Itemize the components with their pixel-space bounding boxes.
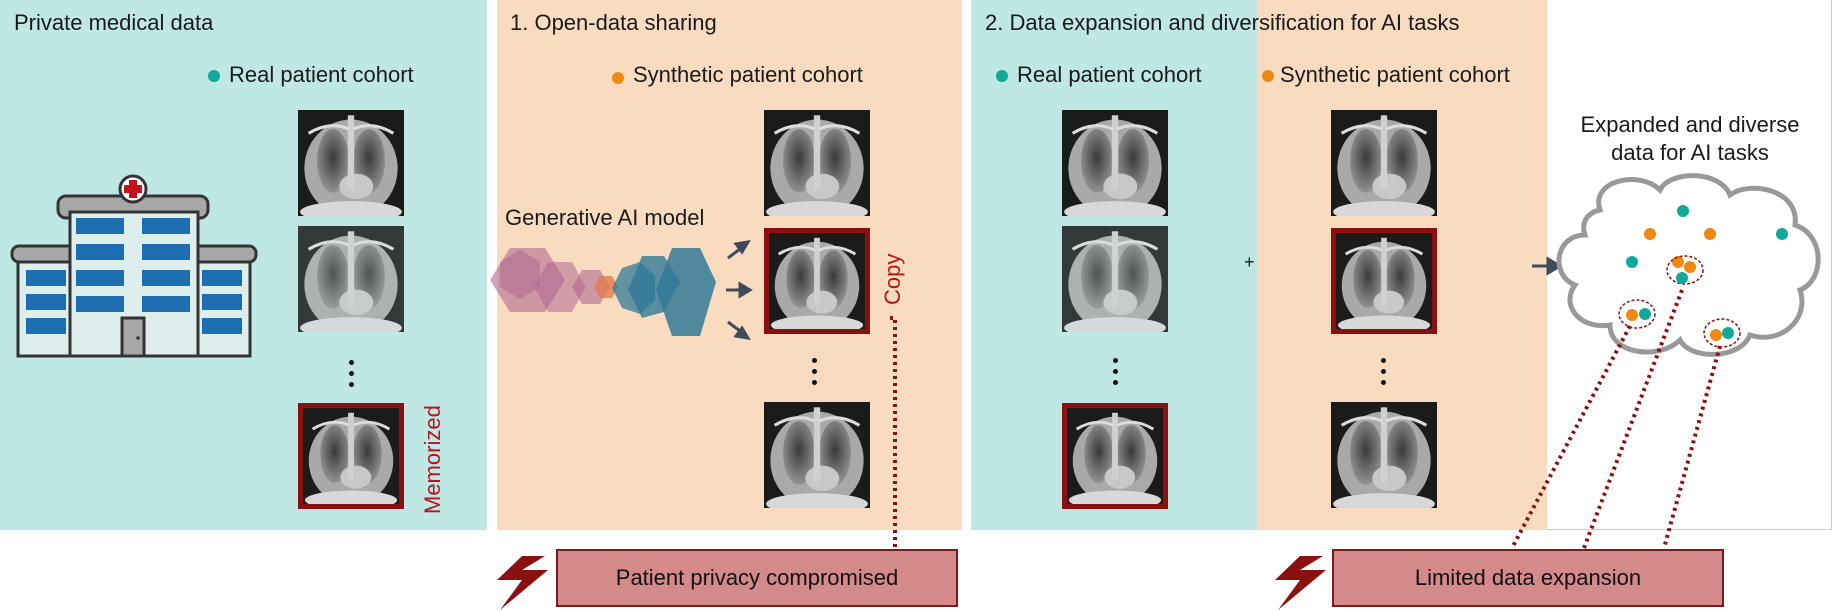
ellipsis-dots [1113, 358, 1119, 391]
synthetic-cohort-dot [1262, 70, 1274, 82]
real-xray-1 [1062, 110, 1168, 216]
generative-model-label: Generative AI model [505, 205, 705, 230]
cloud-label-line1: Expanded and diverse [1580, 112, 1800, 137]
synthetic-xray-1 [1331, 110, 1437, 216]
expansion-output-section [1547, 0, 1832, 530]
synthetic-xray-2 [764, 402, 870, 508]
ellipsis-dots [1381, 358, 1387, 391]
real-xray-2 [1062, 226, 1168, 332]
private-panel-title: Private medical data [14, 10, 214, 35]
privacy-compromised-box: Patient privacy compromised [556, 549, 958, 607]
real-cohort-dot [996, 70, 1008, 82]
memorized-label: Memorized [420, 405, 445, 514]
synthetic-cohort-dot [612, 72, 624, 84]
ellipsis-dots [812, 358, 818, 391]
real-cohort-legend: Real patient cohort [1017, 62, 1202, 87]
synthetic-xray-1 [764, 110, 870, 216]
open-data-sharing-panel [497, 0, 962, 530]
synthetic-cohort-legend: Synthetic patient cohort [633, 62, 863, 87]
real-cohort-legend: Real patient cohort [229, 62, 414, 87]
memorized-xray [1062, 403, 1168, 509]
expansion-panel-title: 2. Data expansion and diversification fo… [985, 10, 1460, 35]
real-cohort-dot [208, 70, 220, 82]
limited-expansion-box: Limited data expansion [1332, 549, 1724, 607]
synthetic-cohort-legend: Synthetic patient cohort [1280, 62, 1510, 87]
copied-xray [1331, 228, 1437, 334]
cloud-label-line2: data for AI tasks [1611, 140, 1769, 165]
plus-sign: + [1244, 252, 1255, 272]
memorized-xray [298, 403, 404, 509]
sharing-panel-title: 1. Open-data sharing [510, 10, 717, 35]
real-xray-1 [298, 110, 404, 216]
real-xray-2 [298, 226, 404, 332]
ellipsis-dots [349, 360, 355, 393]
synthetic-xray-2 [1331, 402, 1437, 508]
copy-label: Copy [880, 253, 905, 305]
copied-xray [764, 228, 870, 334]
